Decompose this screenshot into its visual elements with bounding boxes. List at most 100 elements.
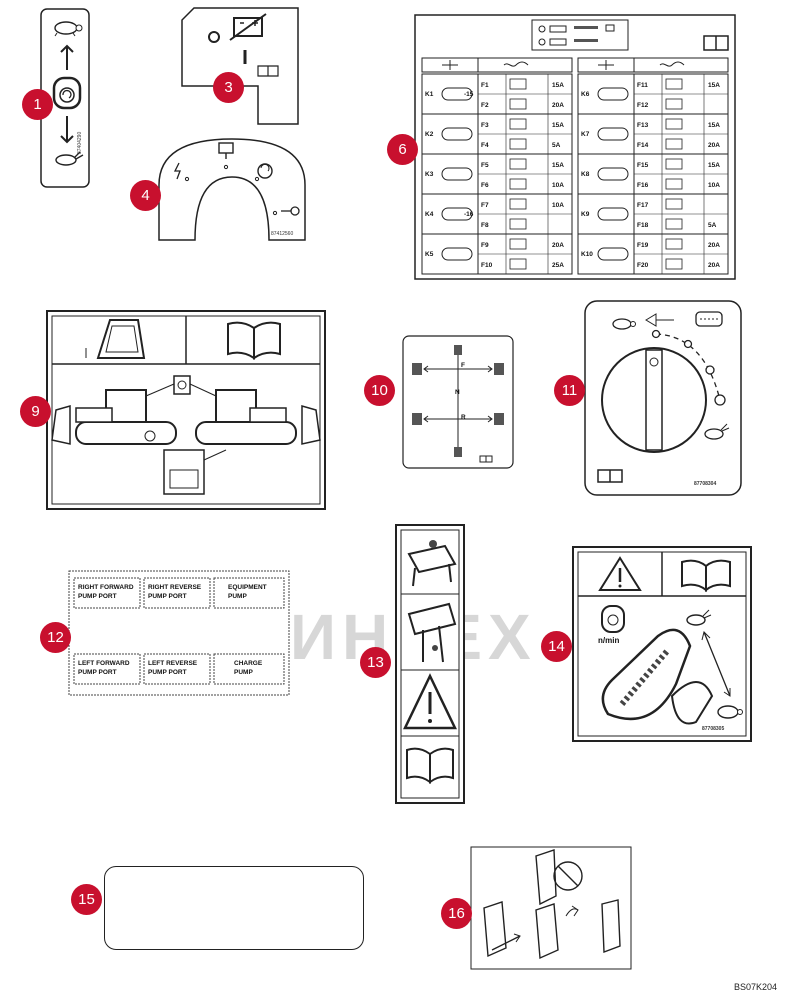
fuse-label: F8 (481, 222, 489, 229)
manual-book-icon (227, 321, 281, 360)
fuse-label: F16 (637, 182, 649, 189)
fuse-amps: 15A (708, 122, 720, 129)
cab-tilt-icon (85, 319, 146, 359)
fuse-header-icon (659, 61, 685, 67)
decal-4-dash-arc: 87412560 (157, 137, 307, 242)
fuse-amps: 5A (552, 142, 561, 149)
engine-speed-icon (601, 605, 625, 633)
fuse-amps: 20A (708, 262, 720, 269)
callout-9: 9 (20, 396, 51, 427)
relay-label: K3 (425, 171, 434, 178)
decal-9-machine-service (46, 310, 326, 510)
turtle-icon (54, 21, 83, 37)
track-machine-icon (412, 345, 504, 457)
latch-step-3-icon (601, 899, 621, 953)
reverse-letter: R (461, 414, 466, 421)
decal-1-code: 87404290 (77, 131, 83, 154)
travel-arrows-icon (423, 349, 493, 457)
latch-closed-icon (535, 849, 583, 906)
relay-socket (441, 127, 473, 141)
fuse-label: F1 (481, 82, 489, 89)
off-symbol-icon (208, 31, 220, 43)
decal-11-code: 87708304 (694, 481, 717, 487)
fuse-symbol (509, 198, 527, 210)
latch-step-1-icon (483, 901, 521, 958)
callout-14: 14 (541, 631, 572, 662)
battery-disconnect-icon (229, 13, 267, 41)
fuse-symbol (665, 198, 683, 210)
relay-label: K2 (425, 131, 434, 138)
callout-4: 4 (130, 180, 161, 211)
manual-book-icon (703, 35, 729, 51)
label-right-forward: RIGHT FORWARD PUMP PORT (78, 584, 134, 600)
fuse-amps: 10A (552, 202, 564, 209)
fuse-symbol (665, 258, 683, 270)
fuse-amps: 20A (552, 242, 564, 249)
relay-socket (441, 167, 473, 181)
relay-header-icon (442, 60, 458, 70)
engine-speed-icon (52, 76, 82, 110)
decal-16-door-latch (470, 846, 632, 970)
relay-label: K5 (425, 251, 434, 258)
decal-10-travel-direction: F N R (402, 335, 514, 469)
fuse-amps: 10A (708, 182, 720, 189)
fuse-label: F18 (637, 222, 649, 229)
fuse-amps: 15A (552, 122, 564, 129)
fuse-legend (531, 19, 629, 51)
fuse-symbol (509, 98, 527, 110)
decal-1-speed-control: 87404290 (40, 8, 90, 188)
relay-socket (441, 87, 473, 101)
callout-11: 11 (554, 375, 585, 406)
decal-15-blank-plate (104, 866, 364, 950)
fuse-label: F17 (637, 202, 649, 209)
turtle-icon (717, 705, 743, 719)
fuse-amps: 15A (708, 162, 720, 169)
fuse-symbol (665, 218, 683, 230)
decal-4-code: 87412560 (271, 231, 294, 237)
fuse-symbol (665, 78, 683, 90)
arrow-left-icon (645, 313, 674, 327)
bulldozer-right-icon (195, 389, 321, 445)
label-charge-pump: CHARGE PUMP (234, 660, 263, 676)
start-engine-icon (257, 163, 273, 179)
fuse-symbol (509, 78, 527, 90)
fuse-label: F20 (637, 262, 649, 269)
manual-book-icon (681, 559, 731, 593)
fuse-symbol (665, 238, 683, 250)
key-icon (281, 206, 300, 216)
fuse-amps: 5A (708, 222, 717, 229)
label-right-reverse: RIGHT REVERSE PUMP PORT (148, 584, 202, 600)
rpm-label: n/min (598, 636, 620, 645)
relay-socket (597, 127, 629, 141)
fuse-symbol (509, 238, 527, 250)
callout-1: 1 (22, 89, 53, 120)
callout-6: 6 (387, 134, 418, 165)
double-arrow-icon (701, 631, 731, 697)
relay-label: K10 (581, 251, 593, 258)
rabbit-icon (704, 423, 730, 440)
fuse-label: F15 (637, 162, 649, 169)
fuse-label: F9 (481, 242, 489, 249)
cab-tilt-warning-icon (407, 602, 457, 663)
preheat-icon (218, 142, 234, 159)
label-left-forward: LEFT FORWARD PUMP PORT (78, 660, 130, 676)
manual-book-icon (597, 469, 623, 483)
fuse-symbol (665, 158, 683, 170)
relay-socket (597, 87, 629, 101)
decal-14-throttle-pedal: n/min 87708305 (572, 546, 752, 742)
callout-13: 13 (360, 647, 391, 678)
fuse-amps: 20A (708, 242, 720, 249)
callout-12: 12 (40, 622, 71, 653)
decal-14-code: 87708305 (702, 726, 725, 732)
fuse-label: F11 (637, 82, 648, 89)
fuse-symbol (665, 118, 683, 130)
fuse-header-icon (503, 61, 529, 67)
relay-socket (597, 167, 629, 181)
relay-socket (441, 207, 473, 221)
fuse-symbol (665, 138, 683, 150)
service-detail-icon (163, 449, 227, 495)
neutral-letter: N (455, 389, 460, 396)
turtle-icon (612, 318, 636, 330)
fuse-label: F5 (481, 162, 489, 169)
